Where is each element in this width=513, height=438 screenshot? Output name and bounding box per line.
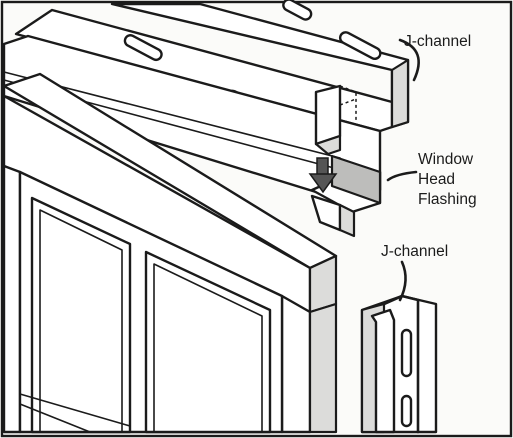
- nail-slot: [123, 34, 163, 62]
- j-channel-side: [360, 294, 438, 434]
- leader-jchannel-top: [398, 38, 420, 82]
- rail-line: [19, 393, 131, 427]
- side-casing: [2, 164, 22, 434]
- label-flashing: Flashing: [418, 191, 477, 208]
- pane-right-inner: [153, 263, 263, 433]
- label-head: Head: [418, 171, 455, 188]
- j-channel-cut-piece: [314, 84, 357, 156]
- nail-slot: [400, 328, 413, 378]
- leader-flashing: [386, 170, 418, 182]
- cut-piece-bottom: [314, 134, 342, 156]
- side-casing-right-edge: [308, 302, 338, 434]
- pane-right: [144, 250, 272, 434]
- leader-jchannel-side: [398, 260, 407, 302]
- window-head-trim: [2, 72, 338, 314]
- cut-piece-face: [314, 84, 342, 146]
- j-channel-top-end: [390, 58, 410, 129]
- nail-slot: [338, 31, 382, 61]
- nail-slot: [282, 0, 313, 21]
- side-casing-right: [280, 294, 312, 434]
- rail-line: [19, 403, 91, 433]
- cut-dashed-line: [339, 98, 357, 106]
- window-unit: [2, 164, 338, 434]
- label-j-channel-top: J-channel: [404, 33, 471, 50]
- label-j-channel-side: J-channel: [381, 243, 448, 260]
- side-channel-edge: [382, 294, 420, 434]
- flashing-lip-end: [338, 203, 356, 238]
- label-window: Window: [418, 151, 474, 168]
- pane-left: [30, 196, 132, 434]
- pane-left-inner: [39, 209, 123, 433]
- nail-slot: [400, 394, 413, 428]
- side-channel-return: [370, 308, 396, 434]
- down-arrow-icon: [308, 157, 338, 194]
